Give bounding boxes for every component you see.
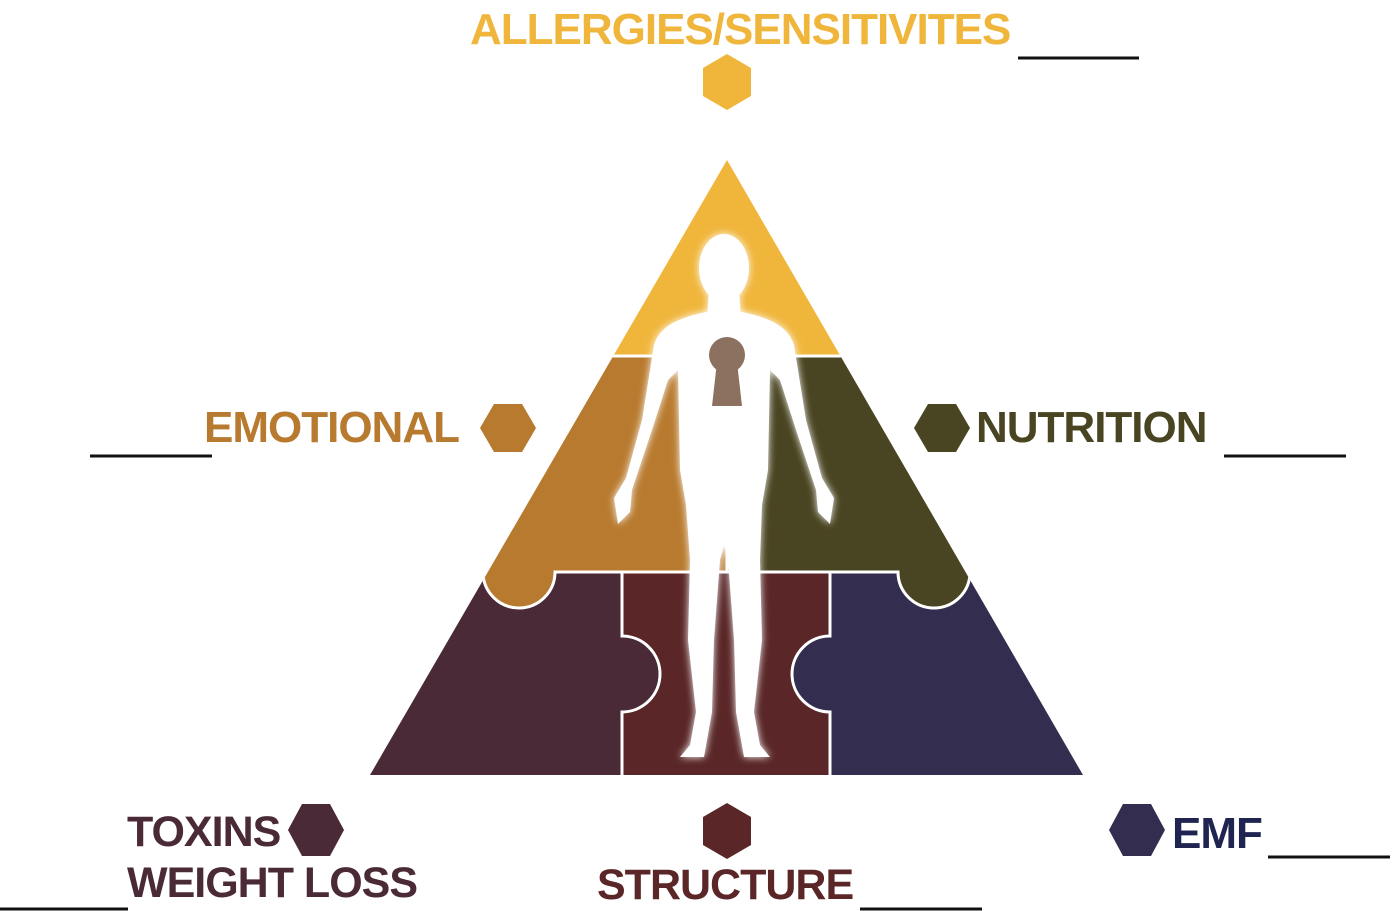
- hexagon-emotional-icon: [480, 404, 536, 452]
- hexagon-allergies-icon: [703, 54, 751, 110]
- keyhole-icon: [709, 337, 745, 406]
- blank-lines: [0, 56, 1390, 911]
- segment-nutrition: [727, 356, 1083, 608]
- label-toxins: TOXINS: [127, 808, 281, 856]
- hexagon-markers: [288, 54, 1165, 859]
- hexagon-nutrition-icon: [914, 404, 970, 452]
- segment-emotional: [370, 356, 727, 608]
- segment-structure: [622, 572, 830, 775]
- label-allergies: ALLERGIES/SENSITIVITES: [470, 5, 1011, 54]
- human-silhouette-icon: [614, 234, 834, 757]
- hexagon-emf-icon: [1109, 804, 1165, 856]
- label-weight-loss: WEIGHT LOSS: [127, 859, 418, 907]
- hexagon-structure-icon: [703, 803, 751, 859]
- label-structure: STRUCTURE: [597, 861, 854, 909]
- label-emotional: EMOTIONAL: [204, 403, 460, 452]
- hexagon-toxins-icon: [288, 804, 344, 856]
- label-emf: EMF: [1172, 809, 1263, 858]
- label-nutrition: NUTRITION: [976, 403, 1208, 452]
